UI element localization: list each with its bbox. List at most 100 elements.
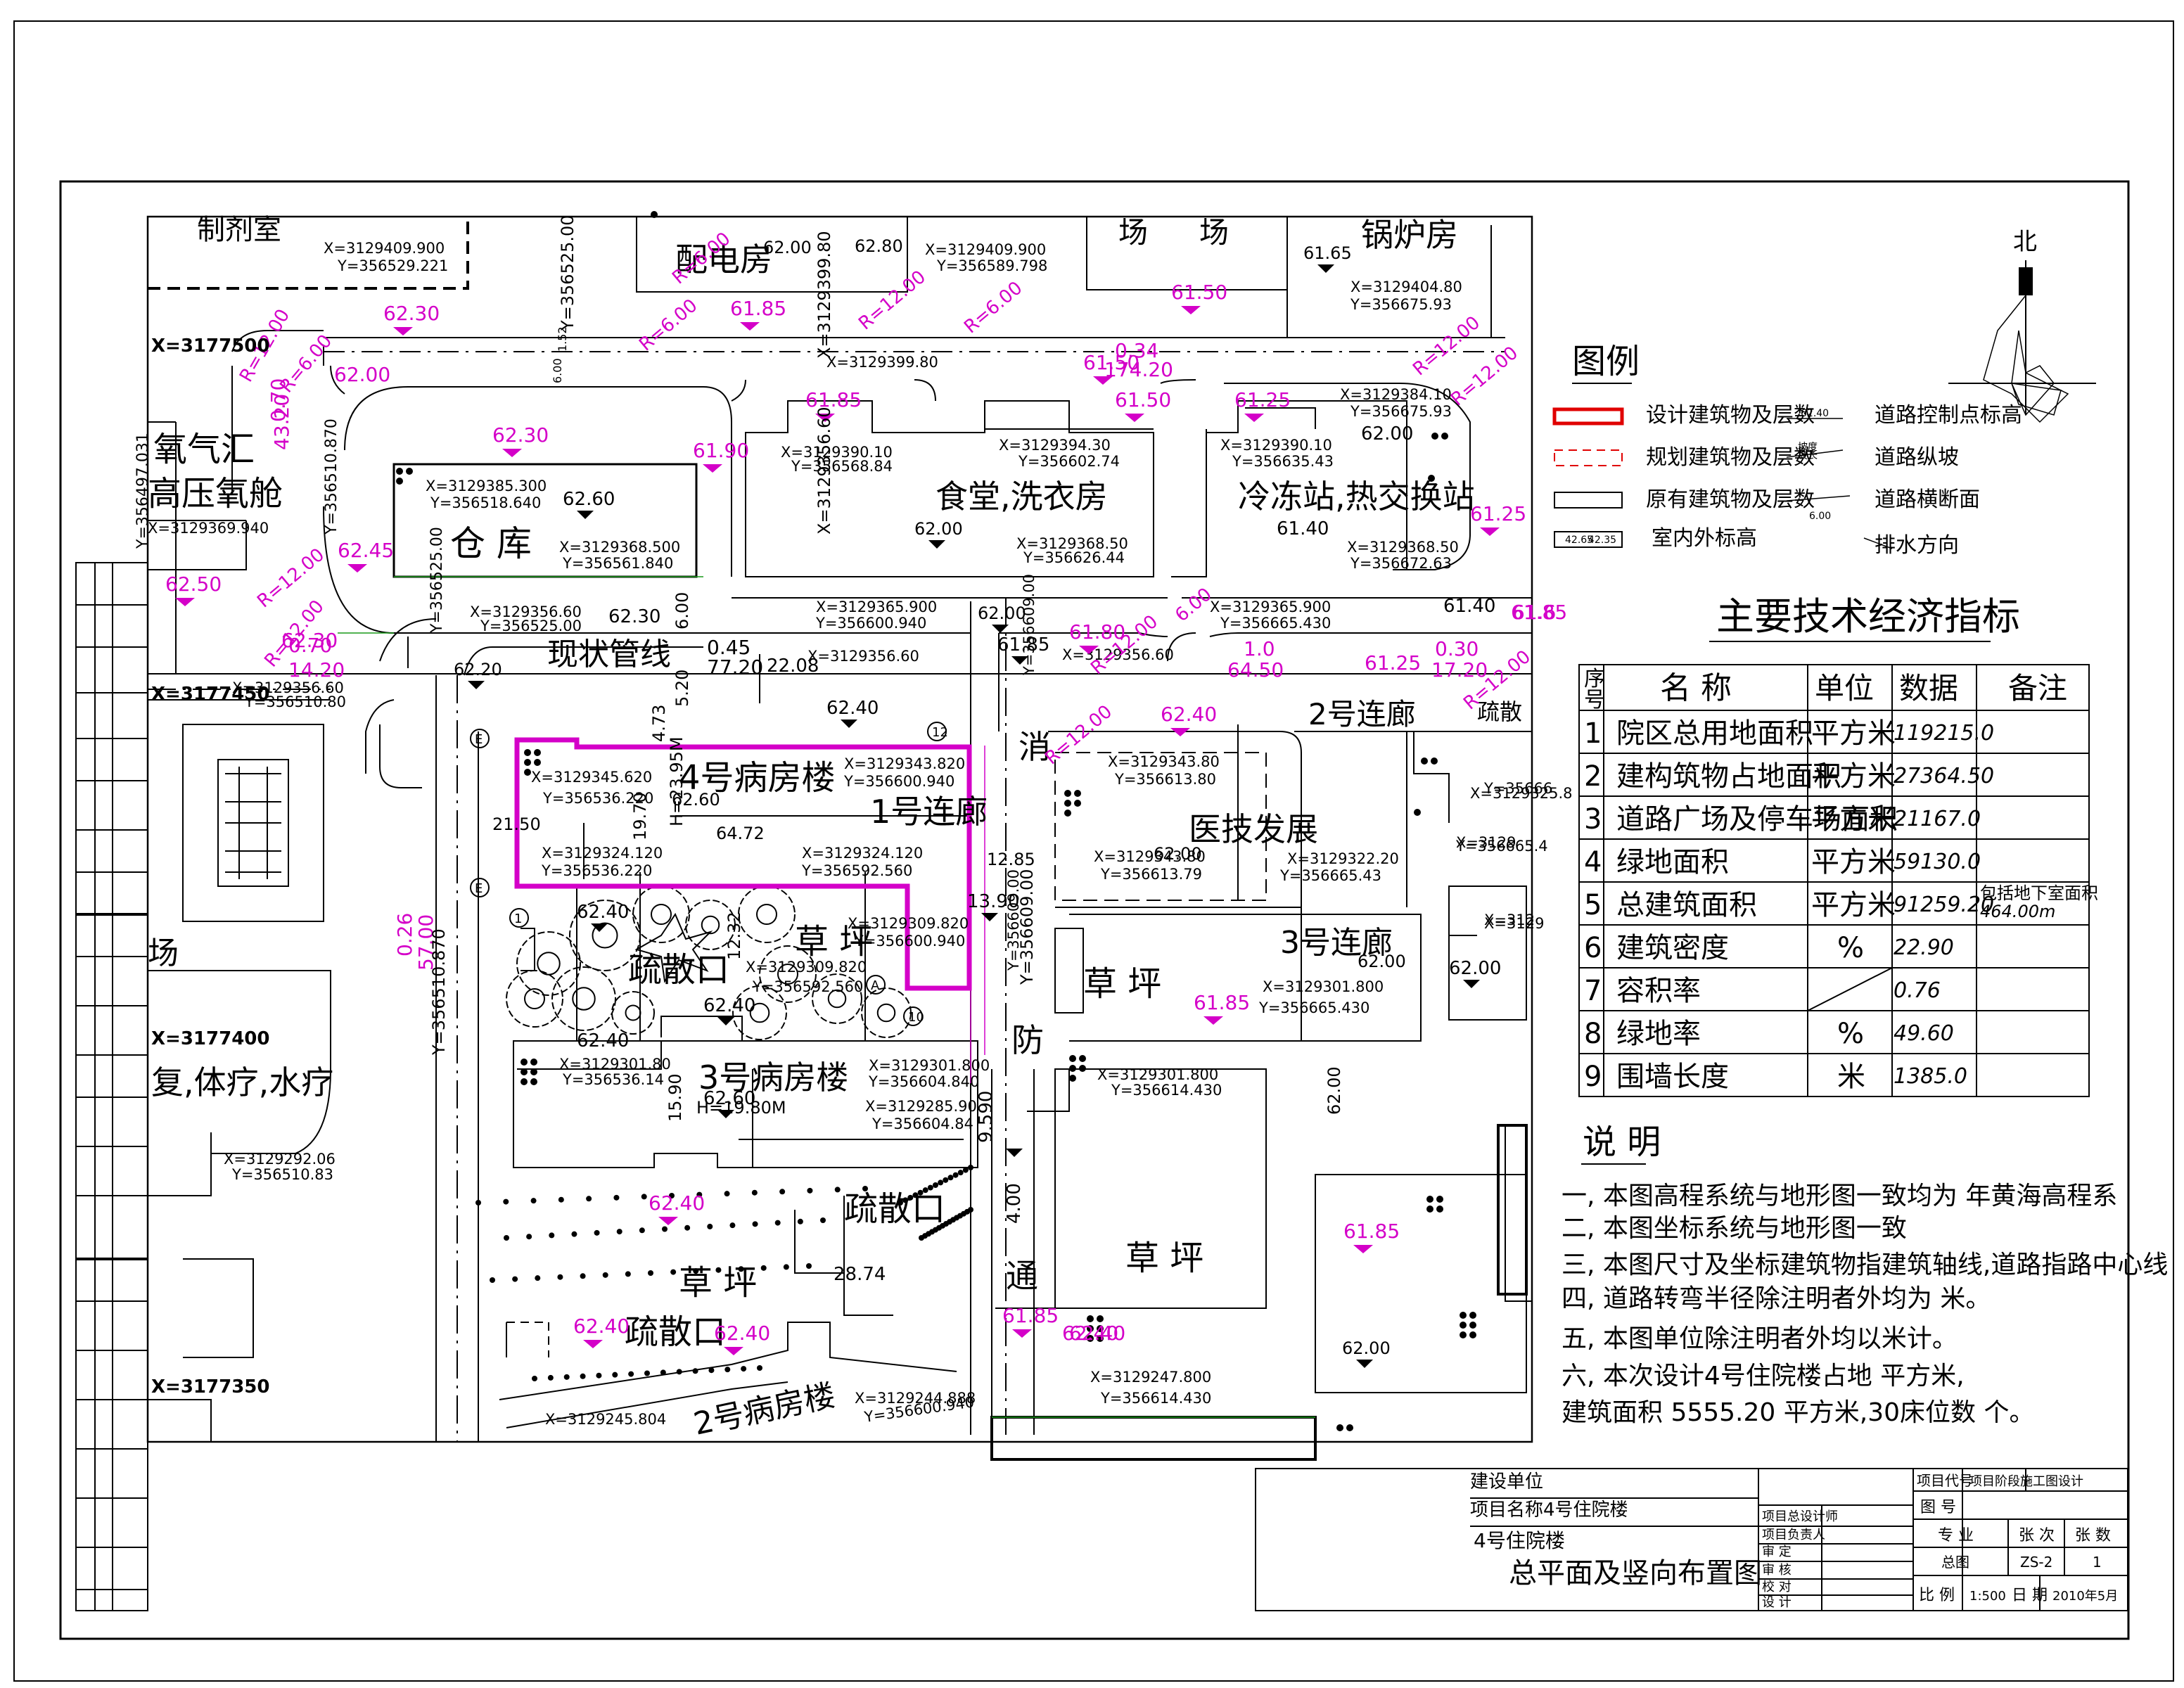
elevation-label: R=6.00 [960,278,1026,338]
building-label-evacsmall: 疏散 [1477,698,1522,725]
dimension-label: 9.590 [976,1091,997,1143]
table-row-name: 绿地面积 [1616,846,1729,878]
elevation-label: R=12.00 [1041,701,1116,769]
elevation-label: 6.00 [1171,584,1216,626]
tb-stage: 项目阶段施工图设计 [1969,1474,2083,1489]
coordinate-label: Y=35666 [1483,780,1552,797]
elevation-label: 62.40 [1161,703,1217,726]
dimension-label: 61.40 [1277,518,1329,539]
dimension-label: 62.40 [577,902,629,923]
tb-no-val: ZS-2 [2020,1554,2052,1571]
table-header-unit: 单位 [1815,671,1874,705]
coordinate-label: X=3129247.800 [1090,1369,1211,1386]
legend: 图例 设计建筑物及层数规划建筑物及层数原有建筑物及层数室内外标高道路控制点标高道… [1552,342,2022,558]
elevation-triangle [347,564,367,573]
elevation-label: R=6.00 [276,331,336,397]
coordinate-label: Y=356525.00 [480,618,582,634]
tb-date-label: 日 期 [2012,1587,2048,1604]
table-row-name: 围墙长度 [1616,1061,1729,1093]
legend-item-label: 原有建筑物及层数 [1646,487,1815,512]
coordinate-label: Y=356665.430 [1220,615,1331,632]
dimension-label: 21.50 [492,814,541,834]
grid-x-label: X=3177350 [151,1376,269,1398]
tb-spec: 专 业 [1938,1527,1974,1545]
elevation-label: 61.85 [1194,991,1250,1014]
elevation-label: 61.85 [730,297,786,320]
legend-item-label: 排水方向 [1875,533,1959,558]
table-row-no: 9 [1584,1061,1602,1093]
legend-item-label: 室内外标高 [1652,526,1757,551]
outer-sheet-border [13,20,2174,1682]
tb-proj-code: 项目代号 [1917,1472,1973,1489]
notes-title: 说 明 [1583,1123,1661,1162]
coordinate-label: Y=356568.84 [791,458,893,475]
table-row-value: 21167.0 [1894,807,1981,831]
dimension-label: 28.74 [834,1264,886,1285]
elevation-label: 62.40 [714,1322,770,1345]
coordinate-label: Y=356510.83 [231,1166,333,1183]
coordinate-label: X=3129356.60 [470,603,582,620]
table-row-name: 建构筑物占地面积 [1616,760,1841,793]
coordinate-label: X=3129384.10 [1340,386,1452,403]
elevation-label: 61.80 [1069,620,1125,644]
coordinate-label: Y=356592.560 [752,978,863,995]
coordinate-label: X=3129301.80 [559,1056,671,1073]
coordinate-label: Y=356497.031 [134,433,152,549]
coordinate-label: Y=356518.640 [430,494,541,511]
table-row-value: 1385.0 [1894,1064,1967,1089]
coordinate-label: X=3129343.80 [1094,848,1206,865]
dimension-label: 22.08 [767,656,819,677]
legend-item-label: 规划建筑物及层数 [1646,445,1815,470]
table-row-no: 2 [1584,760,1602,793]
building-label-fire1: 消 [1018,728,1051,766]
building-label-fire2: 防 [1011,1021,1044,1059]
tb-drawing-no-label: 图 号 [1920,1499,1956,1516]
tb-role: 校 对 [1762,1580,1792,1594]
dimension-label: 62.00 [1154,844,1202,864]
tb-role: 审 核 [1762,1563,1792,1578]
legend-road-value: 坡长 [1798,450,1818,461]
building-label-field2: 场 [1199,215,1229,250]
dimension-label: 12.85 [987,850,1035,869]
building-label-oxygen1: 氧气汇 [153,430,255,469]
dimension-label: 77.20 [707,656,763,679]
legend-road-value: 42.35 [1588,535,1616,546]
tb-count-val: 1 [2093,1554,2102,1571]
axis-bubble-label: 12 [932,725,948,740]
elevation-label: R=12.00 [1409,312,1484,380]
table-header-value: 数据 [1899,671,1958,705]
legend-road-value: 坡度 [1798,442,1818,453]
table-row-value: 119215.0 [1894,721,1994,746]
table-row-no: 1 [1584,717,1602,750]
tb-date-val: 2010年5月 [2052,1589,2118,1604]
dimension-label: 13.90 [967,891,1019,912]
elevation-label: 61.90 [693,439,749,462]
coordinate-label: Y=356561.840 [562,555,673,572]
elevation-triangle [1170,728,1190,736]
coordinate-label: Y=356604.84 [871,1115,973,1132]
table-header-name: 名 称 [1660,670,1732,706]
elevation-label: 62.40 [1062,1322,1118,1345]
table-row-unit: 平方米 [1811,889,1896,921]
table-row-unit: 平方米 [1811,846,1896,878]
building-label-canteen: 食堂,洗衣房 [935,478,1108,516]
legend-existing-symbol [1554,492,1623,509]
tb-role: 项目总设计师 [1762,1509,1838,1524]
elevation-triangle [740,322,760,331]
north-label: 北 [2013,228,2037,256]
elevation-triangle [658,1217,678,1225]
elevation-label: 64.50 [1227,658,1284,682]
trees [506,885,912,1040]
building-label-cold: 冷冻站,热交换站 [1238,478,1475,516]
dimension-label: H=19.80M [696,1098,786,1118]
elevation-triangle [1181,306,1201,314]
coordinate-label: X=3129325.8 [1470,785,1573,802]
coordinate-label: Y=356675.93 [1350,403,1452,420]
building-label-evac2: 疏散口 [844,1189,945,1229]
dimension-label: 62.60 [563,489,615,510]
drawing-frame [59,180,2130,1640]
coordinate-label: Y=356600.940 [843,773,954,790]
coordinate-label: Y=356609.00 [1005,869,1022,971]
